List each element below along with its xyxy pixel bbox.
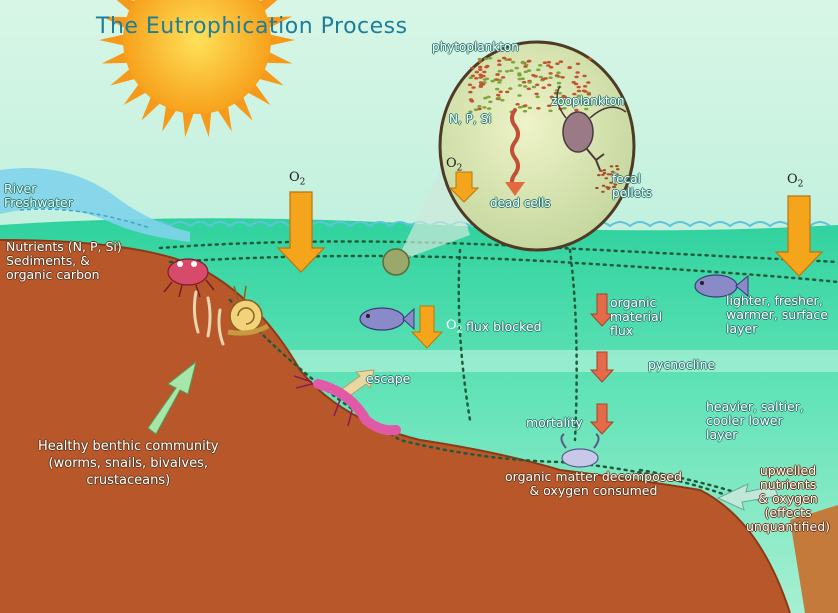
label-nps: N, P, Si [449, 112, 491, 126]
label-escape: escape [366, 372, 410, 386]
label-flux-blocked: flux blocked [466, 320, 542, 334]
label-o2-bubble: O2 [446, 156, 462, 174]
label-benthic: Healthy benthic community (worms, snails… [38, 438, 219, 489]
label-phytoplankton: phytoplankton [432, 40, 519, 54]
magnified-bubble [440, 42, 634, 250]
label-o2-left: O2 [289, 170, 305, 188]
label-organic-flux: organic material flux [610, 296, 662, 338]
label-o2-flux: O2 [446, 318, 462, 336]
label-lower-layer: heavier, saltier, cooler lower layer [706, 400, 804, 442]
label-surface-layer: lighter, fresher, warmer, surface layer [726, 294, 828, 336]
label-nutrients: Nutrients (N, P, Si) Sediments, & organi… [6, 240, 122, 282]
label-mortality: mortality [526, 416, 583, 430]
pycnocline-band [250, 350, 838, 372]
diagram-title: The Eutrophication Process [96, 14, 408, 39]
label-o2-right: O2 [787, 172, 803, 190]
label-upwelled: upwelled nutrients & oxygen (effects unq… [746, 464, 830, 534]
label-fecal-pellets: fecal pellets [612, 172, 652, 200]
label-river: River Freshwater [4, 182, 73, 210]
label-decomposed: organic matter decomposed & oxygen consu… [505, 470, 682, 498]
label-pycnocline: pycnocline [648, 358, 715, 372]
label-dead-cells: dead cells [490, 196, 551, 210]
label-zooplankton: zooplankton [551, 94, 625, 108]
plankton-sample [383, 249, 409, 275]
